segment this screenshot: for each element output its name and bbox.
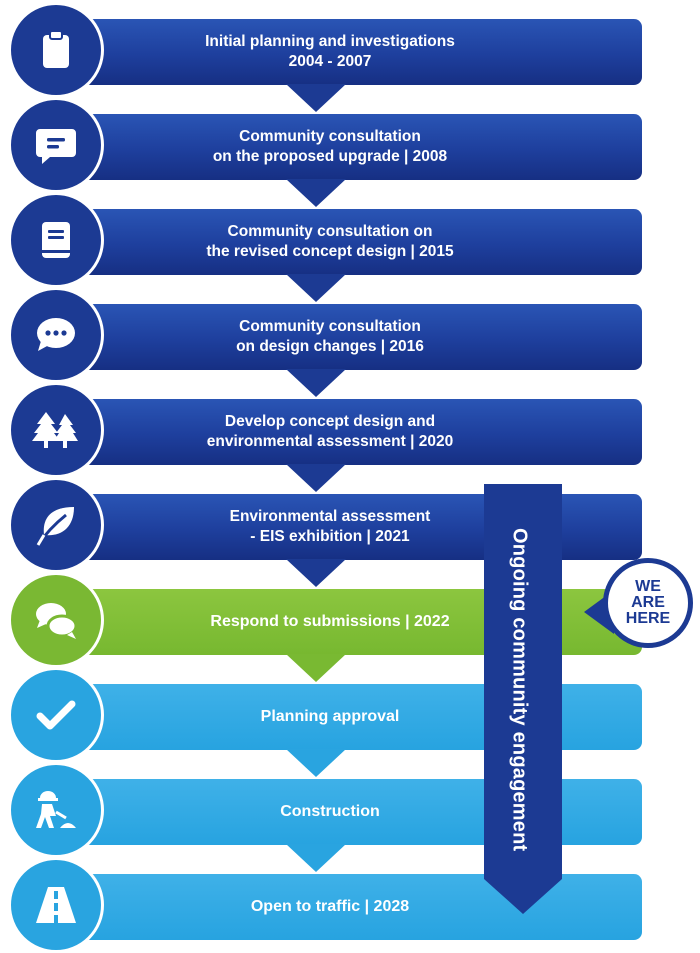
stage-bar: Initial planning and investigations 2004…	[60, 19, 642, 112]
stage-label: Open to traffic | 2028	[130, 874, 530, 940]
down-arrow	[286, 179, 346, 207]
stage-line-2: - EIS exhibition | 2021	[250, 528, 410, 545]
stage-bar: Open to traffic | 2028	[60, 874, 642, 940]
clipboard-icon	[8, 2, 104, 98]
down-arrow	[286, 749, 346, 777]
stage-label: Community consultation on the revised co…	[130, 209, 530, 275]
stage-line-2: on design changes | 2016	[236, 338, 424, 355]
stage-label: Respond to submissions | 2022	[130, 589, 530, 655]
stage-line-1: Planning approval	[260, 708, 400, 725]
stage-label: Community consultation on design changes…	[130, 304, 530, 370]
speech-bubbles-icon	[8, 572, 104, 668]
trees-icon	[8, 382, 104, 478]
stage-line-2: environmental assessment | 2020	[206, 433, 454, 450]
down-arrow	[286, 274, 346, 302]
down-arrow	[286, 654, 346, 682]
down-arrow	[286, 84, 346, 112]
marker-line-3: HERE	[625, 610, 671, 627]
stage-label: Community consultation on the proposed u…	[130, 114, 530, 180]
stage-line-2: the revised concept design | 2015	[206, 243, 454, 260]
stage-line-1: Develop concept design and	[224, 413, 436, 430]
stage-bar: Develop concept design and environmental…	[60, 399, 642, 492]
ongoing-engagement-arrow	[484, 484, 562, 914]
stage-line-1: Community consultation	[239, 128, 421, 145]
stage-label: Planning approval	[130, 684, 530, 750]
stage-label: Initial planning and investigations 2004…	[130, 19, 530, 85]
stage-line-2: on the proposed upgrade | 2008	[212, 148, 448, 165]
stage-line-1: Community consultation on	[227, 223, 433, 240]
stage-label: Construction	[130, 779, 530, 845]
stage-bar: Community consultation on the revised co…	[60, 209, 642, 302]
down-arrow	[286, 464, 346, 492]
checkmark-icon	[8, 667, 104, 763]
stage-line-1: Environmental assessment	[229, 508, 431, 525]
stage-line-1: Open to traffic | 2028	[250, 898, 410, 915]
leaf-icon	[8, 477, 104, 573]
stage-bar: Community consultation on design changes…	[60, 304, 642, 397]
marker-line-2: ARE	[631, 594, 665, 611]
down-arrow	[286, 844, 346, 872]
stage-label: Environmental assessment - EIS exhibitio…	[130, 494, 530, 560]
down-arrow	[286, 559, 346, 587]
ongoing-engagement-label: Ongoing community engagement	[508, 528, 531, 852]
worker-icon	[8, 762, 104, 858]
chat-bubble-icon	[8, 287, 104, 383]
marker-line-1: WE	[635, 578, 661, 595]
stage-line-2: 2004 - 2007	[288, 53, 372, 70]
stage-label: Develop concept design and environmental…	[130, 399, 530, 465]
stage-bar: Environmental assessment - EIS exhibitio…	[60, 494, 642, 587]
stage-line-1: Community consultation	[239, 318, 421, 335]
stage-line-1: Initial planning and investigations	[205, 33, 455, 50]
we-are-here-marker: WE ARE HERE	[603, 558, 693, 648]
message-icon	[8, 97, 104, 193]
stage-line-1: Respond to submissions | 2022	[210, 613, 450, 630]
stage-line-1: Construction	[280, 803, 380, 820]
stage-bar: Community consultation on the proposed u…	[60, 114, 642, 207]
road-icon	[8, 857, 104, 953]
book-icon	[8, 192, 104, 288]
down-arrow	[286, 369, 346, 397]
